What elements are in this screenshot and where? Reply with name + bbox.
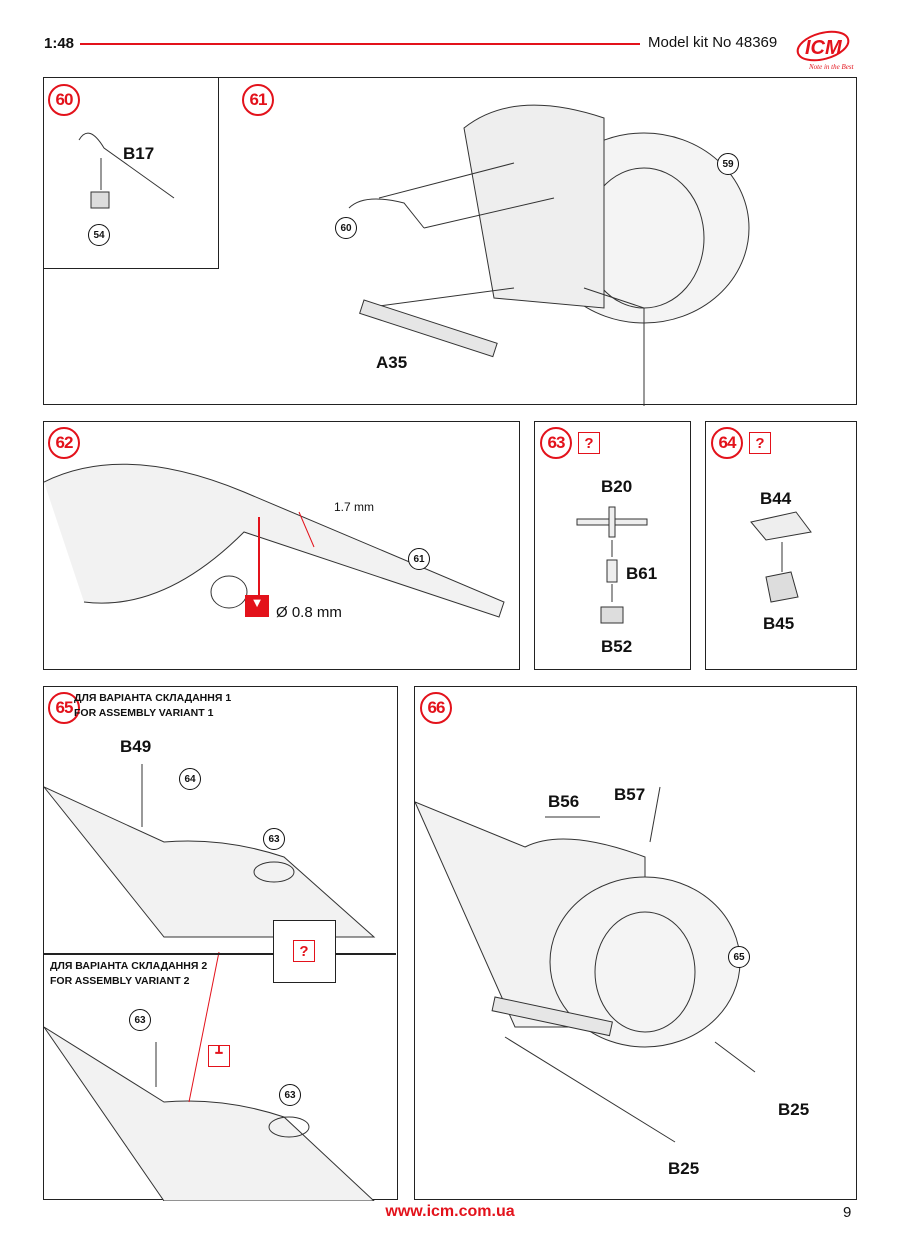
ref-step-59: 59 xyxy=(717,153,739,175)
step-number-61: 61 xyxy=(242,84,274,116)
part-b61: B61 xyxy=(626,564,658,583)
part-b56: B56 xyxy=(548,792,580,811)
step-number-65: 65 xyxy=(48,692,80,724)
ref-step-63: 63 xyxy=(129,1009,151,1031)
ref-step-65: 65 xyxy=(728,946,750,968)
svg-text:Note in the Best: Note in the Best xyxy=(808,63,855,71)
part-b45: B45 xyxy=(763,614,795,633)
parts-drawing xyxy=(576,506,648,624)
option-marker: ? xyxy=(749,432,771,454)
part-b25: B25 xyxy=(668,1159,700,1178)
step-66-panel: 66 B56 B57 65 B25 B25 xyxy=(414,686,857,1200)
step-61-panel: 61 60 59 A35 xyxy=(43,77,857,406)
ref-step-63: 63 xyxy=(279,1084,301,1106)
part-b25: B25 xyxy=(778,1100,810,1119)
part-b52: B52 xyxy=(601,637,633,656)
option-box: ? xyxy=(273,920,336,983)
helicopter-variants-drawing xyxy=(44,764,376,1201)
website-link[interactable]: www.icm.com.ua xyxy=(385,1203,515,1220)
ref-step-60: 60 xyxy=(335,217,357,239)
step-64-panel: 64 ? B44 B45 xyxy=(705,421,857,670)
step-63-panel: 63 ? B20 B61 B52 xyxy=(534,421,691,670)
drill-label: Ø 0.8 mm xyxy=(276,604,342,621)
svg-text:ICM: ICM xyxy=(805,37,843,59)
ref-step-63: 63 xyxy=(263,828,285,850)
helicopter-nose-drawing xyxy=(348,104,750,406)
page-number: 9 xyxy=(843,1204,852,1221)
paint-icon: ▼ xyxy=(245,595,269,617)
step-60-panel: 60 B17 54 xyxy=(43,77,219,269)
part-a35: A35 xyxy=(376,353,408,372)
step-number-63: 63 xyxy=(540,427,572,459)
header-rule xyxy=(80,43,640,45)
part-b57: B57 xyxy=(614,785,646,804)
option-marker: ? xyxy=(293,940,315,962)
part-b17: B17 xyxy=(123,144,155,163)
part-b49: B49 xyxy=(120,737,152,756)
step-number-64: 64 xyxy=(711,427,743,459)
ref-step-54: 54 xyxy=(88,224,110,246)
dimension-label: 1.7 mm xyxy=(334,500,375,514)
kit-number: Model kit No 48369 xyxy=(648,34,778,51)
parts-drawing xyxy=(750,511,812,603)
paint-icon: ┻ xyxy=(208,1045,230,1067)
option-marker: ? xyxy=(578,432,600,454)
ref-step-64: 64 xyxy=(179,768,201,790)
variant-divider xyxy=(44,953,396,955)
part-b17-drawing xyxy=(78,132,175,209)
tail-boom-drawing xyxy=(44,463,505,618)
step-number-66: 66 xyxy=(420,692,452,724)
step-number-60: 60 xyxy=(48,84,80,116)
step-62-panel: 62 1.7 mm ▼ Ø 0.8 mm 61 xyxy=(43,421,520,670)
part-b44: B44 xyxy=(760,489,792,508)
icm-logo: ICM Note in the Best xyxy=(795,26,857,72)
step-number-62: 62 xyxy=(48,427,80,459)
scale-label: 1:48 xyxy=(44,35,75,52)
ref-step-61: 61 xyxy=(408,548,430,570)
helicopter-complete-drawing xyxy=(415,786,756,1143)
part-b20: B20 xyxy=(601,477,633,496)
